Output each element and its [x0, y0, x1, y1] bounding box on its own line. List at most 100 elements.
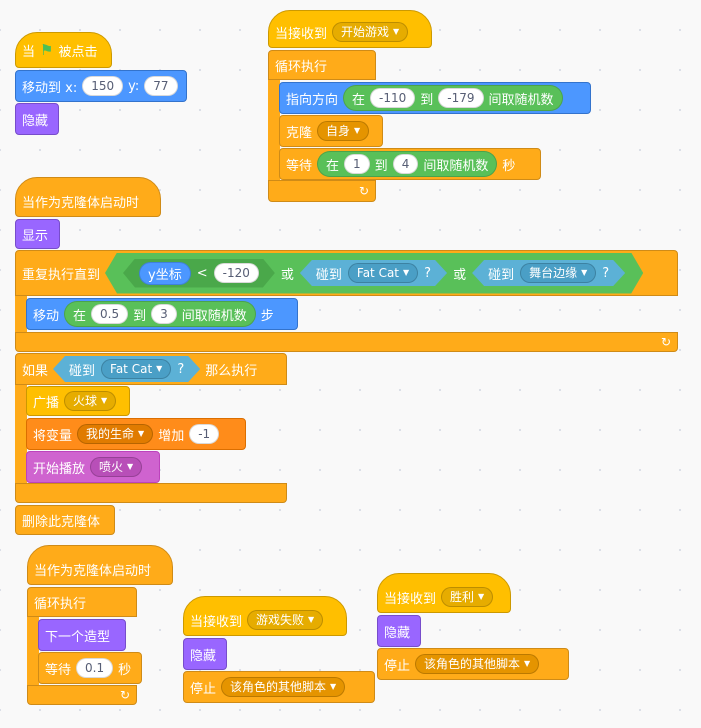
- goto-y-input[interactable]: 77: [144, 76, 178, 96]
- random-in: 在: [326, 158, 340, 174]
- or-operator[interactable]: y坐标 < -120 或 碰到 Fat Cat▼ ? 或 碰到 舞台边缘▼ ?: [105, 253, 643, 294]
- clone-target-dropdown[interactable]: 自身▼: [317, 121, 370, 141]
- clone-target-value: 自身: [326, 124, 351, 138]
- if-then-block[interactable]: 如果 碰到 Fat Cat▼ ? 那么执行: [15, 353, 287, 385]
- forever-block[interactable]: 循环执行: [27, 587, 137, 617]
- question-mark: ?: [424, 265, 432, 281]
- delete-clone-block[interactable]: 删除此克隆体: [15, 505, 115, 535]
- chevron-down-icon: ▼: [127, 462, 134, 471]
- random-from-input[interactable]: 0.5: [91, 304, 129, 324]
- broadcast-block[interactable]: 广播 火球▼: [26, 386, 130, 416]
- delete-clone-label: 删除此克隆体: [22, 514, 101, 530]
- variable-dropdown[interactable]: 我的生命▼: [77, 424, 154, 444]
- touching-edge-sensor[interactable]: 碰到 舞台边缘▼ ?: [472, 260, 625, 286]
- random-from-input[interactable]: -110: [370, 88, 416, 108]
- compare-value-input[interactable]: -120: [214, 263, 259, 283]
- next-costume-label: 下一个造型: [45, 629, 111, 645]
- when-receive-hat[interactable]: 当接收到 游戏失败▼: [183, 596, 347, 636]
- touch-target-dropdown[interactable]: Fat Cat▼: [348, 263, 418, 283]
- wait-random-block[interactable]: 等待 在 1 到 4 间取随机数 秒: [279, 148, 541, 180]
- clone-hat-label: 当作为克隆体启动时: [34, 563, 152, 579]
- wait-label: 等待: [286, 158, 313, 174]
- random-to-input[interactable]: -179: [438, 88, 484, 108]
- move-label: 移动: [33, 308, 60, 324]
- or-word-1: 或: [280, 267, 294, 283]
- pick-random-reporter[interactable]: 在 1 到 4 间取随机数: [317, 151, 498, 177]
- sound-dropdown[interactable]: 喷火▼: [90, 457, 143, 477]
- chevron-down-icon: ▼: [478, 592, 485, 601]
- y-position-reporter[interactable]: y坐标: [139, 262, 191, 285]
- when-receive-hat[interactable]: 当接收到 开始游戏▼: [268, 10, 432, 48]
- green-flag-icon: ⚑: [40, 41, 54, 59]
- when-receive-hat[interactable]: 当接收到 胜利▼: [377, 573, 511, 613]
- hide-block[interactable]: 隐藏: [15, 103, 59, 135]
- random-to-input[interactable]: 3: [151, 304, 177, 324]
- when-clone-start-hat[interactable]: 当作为克隆体启动时: [27, 545, 173, 585]
- stop-option-dropdown[interactable]: 该角色的其他脚本▼: [415, 654, 540, 674]
- stop-label: 停止: [384, 658, 411, 674]
- random-in: 在: [352, 92, 366, 108]
- goto-x-input[interactable]: 150: [82, 76, 124, 96]
- message-value: 胜利: [450, 590, 475, 604]
- when-clone-start-hat[interactable]: 当作为克隆体启动时: [15, 177, 161, 217]
- change-var-label: 将变量: [33, 428, 73, 444]
- next-costume-block[interactable]: 下一个造型: [38, 619, 126, 651]
- create-clone-block[interactable]: 克隆 自身▼: [279, 115, 383, 147]
- clone-label: 克隆: [286, 125, 313, 141]
- chevron-down-icon: ▼: [101, 396, 108, 405]
- chevron-down-icon: ▼: [156, 364, 163, 373]
- forever-arm: [27, 617, 39, 685]
- receive-label: 当接收到: [275, 26, 328, 42]
- point-direction-block[interactable]: 指向方向 在 -110 到 -179 间取随机数: [279, 82, 591, 114]
- pick-random-reporter[interactable]: 在 0.5 到 3 间取随机数: [64, 301, 256, 327]
- touching-fat-cat-sensor[interactable]: 碰到 Fat Cat▼ ?: [53, 356, 200, 382]
- change-variable-block[interactable]: 将变量 我的生命▼ 增加 -1: [26, 418, 246, 450]
- hide-block[interactable]: 隐藏: [183, 638, 227, 670]
- hat-suffix: 被点击: [58, 44, 98, 60]
- wait-seconds-input[interactable]: 0.1: [76, 658, 114, 678]
- stop-block[interactable]: 停止 该角色的其他脚本▼: [183, 671, 375, 703]
- message-dropdown[interactable]: 游戏失败▼: [247, 610, 324, 630]
- broadcast-label: 广播: [33, 395, 60, 411]
- random-to: 到: [133, 308, 147, 324]
- random-from-input[interactable]: 1: [344, 154, 370, 174]
- random-to-input[interactable]: 4: [392, 154, 419, 174]
- broadcast-message-dropdown[interactable]: 火球▼: [64, 391, 117, 411]
- touch-target-dropdown[interactable]: 舞台边缘▼: [520, 263, 596, 283]
- move-unit: 步: [260, 308, 274, 324]
- less-than-operator[interactable]: y坐标 < -120: [123, 259, 275, 288]
- when-flag-clicked-hat[interactable]: 当 ⚑ 被点击: [15, 32, 112, 68]
- forever-block[interactable]: 循环执行: [268, 50, 376, 80]
- hide-label: 隐藏: [190, 648, 217, 664]
- stop-block[interactable]: 停止 该角色的其他脚本▼: [377, 648, 569, 680]
- show-block[interactable]: 显示: [15, 219, 60, 249]
- pick-random-reporter[interactable]: 在 -110 到 -179 间取随机数: [343, 85, 563, 111]
- stop-label: 停止: [190, 681, 217, 697]
- change-amount-input[interactable]: -1: [189, 424, 220, 444]
- loop-arrow-icon: ↻: [358, 184, 369, 198]
- forever-label: 循环执行: [275, 59, 328, 75]
- touch-target-value: Fat Cat: [356, 266, 400, 280]
- stop-option-dropdown[interactable]: 该角色的其他脚本▼: [221, 677, 346, 697]
- touching-label: 碰到: [69, 363, 96, 379]
- chevron-down-icon: ▼: [354, 126, 361, 135]
- goto-label: 移动到 x:: [22, 80, 78, 96]
- wait-unit: 秒: [118, 662, 132, 678]
- if-label: 如果: [22, 363, 49, 379]
- point-label: 指向方向: [286, 92, 339, 108]
- question-mark: ?: [177, 361, 185, 377]
- start-sound-block[interactable]: 开始播放 喷火▼: [26, 451, 160, 483]
- repeat-until-label: 重复执行直到: [22, 267, 101, 283]
- touch-target-dropdown[interactable]: Fat Cat▼: [101, 359, 171, 379]
- move-random-steps-block[interactable]: 移动 在 0.5 到 3 间取随机数 步: [26, 298, 298, 330]
- wait-seconds-block[interactable]: 等待 0.1 秒: [38, 652, 142, 684]
- or-word-2: 或: [453, 267, 467, 283]
- repeat-until-block[interactable]: 重复执行直到 y坐标 < -120 或 碰到 Fat Cat▼ ? 或 碰到 舞…: [15, 250, 678, 296]
- forever-arm: [268, 80, 280, 180]
- goto-xy-block[interactable]: 移动到 x: 150 y: 77: [15, 70, 187, 102]
- message-dropdown[interactable]: 开始游戏▼: [332, 22, 409, 42]
- touching-fat-cat-sensor[interactable]: 碰到 Fat Cat▼ ?: [300, 260, 447, 286]
- message-dropdown[interactable]: 胜利▼: [441, 587, 494, 607]
- hide-block[interactable]: 隐藏: [377, 615, 421, 647]
- broadcast-message-value: 火球: [73, 394, 98, 408]
